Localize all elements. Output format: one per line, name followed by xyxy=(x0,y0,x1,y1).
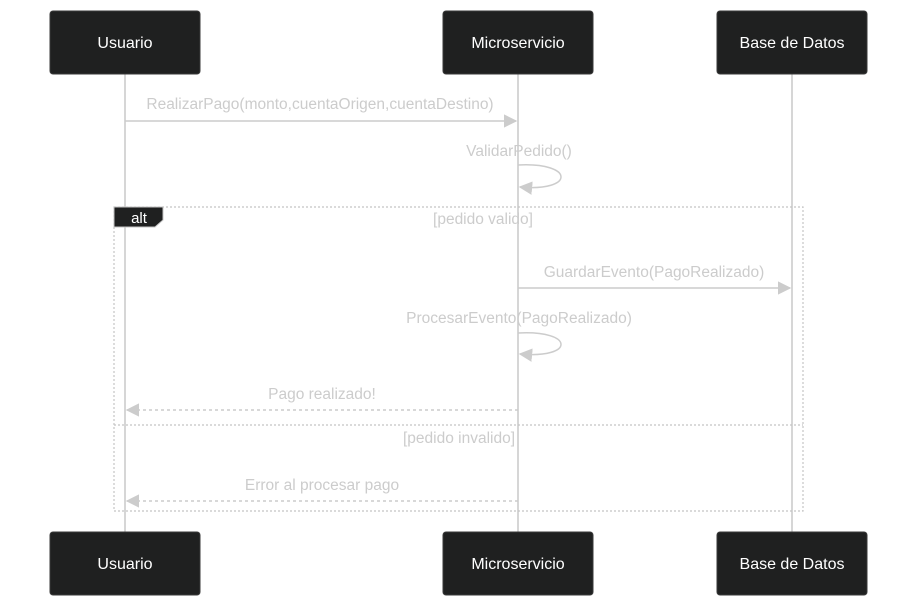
alt-frame: alt [pedido valido] [pedido invalido] xyxy=(113,206,804,512)
alt-frame-label: alt xyxy=(131,210,148,227)
actor-box xyxy=(442,10,594,75)
actor-bottom-usuario: Usuario xyxy=(49,531,201,596)
actor-box xyxy=(716,531,868,596)
message-procesar-evento-label: ProcesarEvento(PagoRealizado) xyxy=(406,310,632,327)
message-validar-pedido-label: ValidarPedido() xyxy=(466,143,572,160)
message-procesar-evento-arrow xyxy=(517,332,562,362)
message-pago-realizado-label: Pago realizado! xyxy=(268,386,376,403)
actor-bottom-base-de-datos: Base de Datos xyxy=(716,531,868,596)
actor-label: Microservicio xyxy=(471,35,564,52)
actor-top-usuario: Usuario xyxy=(49,10,201,75)
actor-box xyxy=(716,10,868,75)
actor-box xyxy=(442,531,594,596)
actor-label: Base de Datos xyxy=(740,35,845,52)
message-error-pago-label: Error al procesar pago xyxy=(245,477,399,494)
actor-box xyxy=(49,10,201,75)
message-validar-pedido-arrow xyxy=(517,164,562,195)
actor-top-microservicio: Microservicio xyxy=(442,10,594,75)
actor-label: Base de Datos xyxy=(740,556,845,573)
message-realizar-pago-label: RealizarPago(monto,cuentaOrigen,cuentaDe… xyxy=(146,96,493,113)
alt-frame-border xyxy=(113,206,804,512)
alt-condition-valid: [pedido valido] xyxy=(433,211,533,228)
actor-top-base-de-datos: Base de Datos xyxy=(716,10,868,75)
message-guardar-evento-label: GuardarEvento(PagoRealizado) xyxy=(544,264,765,281)
alt-condition-invalid: [pedido invalido] xyxy=(403,430,515,447)
actor-label: Microservicio xyxy=(471,556,564,573)
actor-box xyxy=(49,531,201,596)
actor-bottom-microservicio: Microservicio xyxy=(442,531,594,596)
actor-label: Usuario xyxy=(97,556,152,573)
alt-frame-label-box xyxy=(113,206,164,228)
actor-label: Usuario xyxy=(97,35,152,52)
